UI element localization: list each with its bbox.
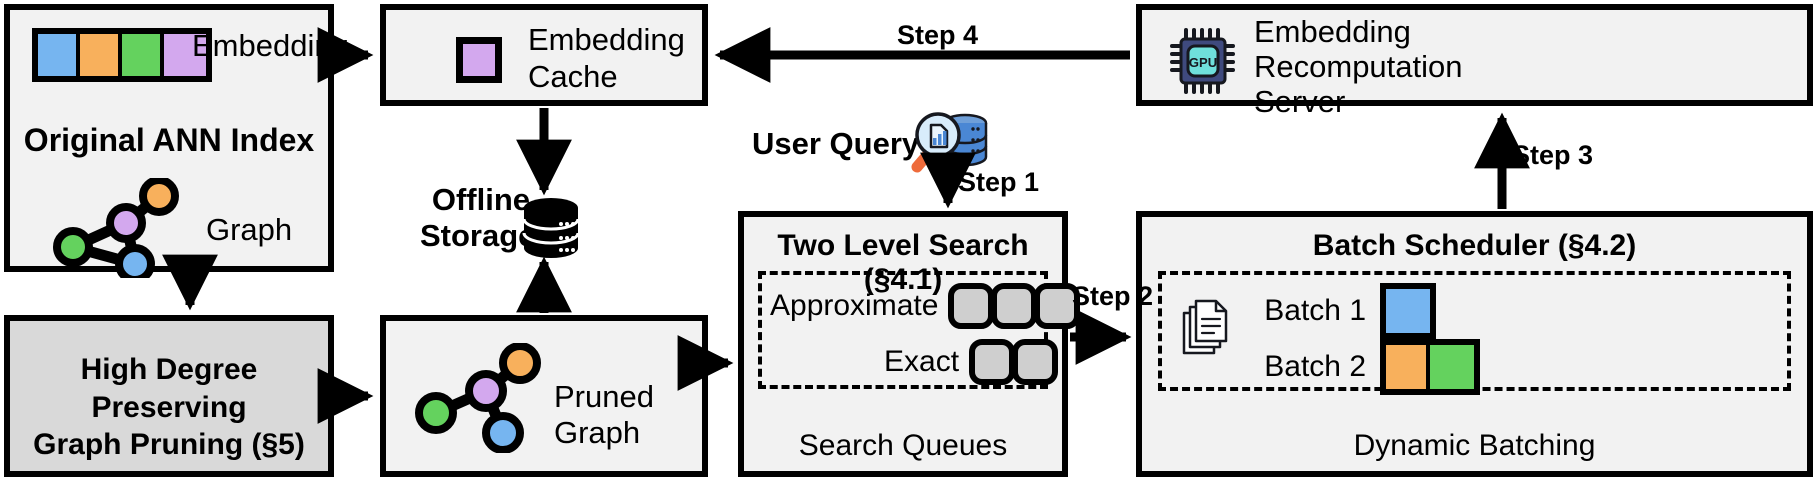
pruned-graph-illustration [415,343,541,453]
batch-row-2: Batch 2 [1238,339,1480,395]
original-graph-illustration [53,178,179,278]
batch-chips-1 [1380,283,1436,339]
batch-chips-2 [1380,339,1480,395]
embedding-cell-orange [80,34,122,76]
offline-storage-label: Offline Storage [420,182,536,253]
step-2-label: Step 2 [1072,281,1154,311]
queue-slot [969,339,1016,385]
database-cylinder-icon [522,198,580,258]
queue-slot [1012,339,1059,385]
batch-label-2: Batch 2 [1264,350,1366,383]
two-level-search-title: Two Level Search (§4.1) [777,229,1029,296]
queue-label-approximate: Approximate [770,289,939,322]
embedding-vector-strip [32,28,212,82]
ann-index-title: Original ANN Index [23,122,315,158]
batch-row-1: Batch 1 [1238,283,1436,339]
cache-swatch-icon [456,37,502,83]
pruned-graph-label: Pruned Graph [554,379,654,450]
embedding-recomputation-server-box: GPU Embedding Recomputation Server [1136,4,1813,119]
batch-chip-orange [1386,345,1430,389]
queue-slots-approximate [948,283,1081,329]
search-queues-caption: Search Queues [798,429,1008,462]
dynamic-batching-caption: Dynamic Batching [1353,429,1596,462]
recomputation-server-title: Embedding Recomputation Server [1254,14,1463,120]
batch-scheduler-title: Batch Scheduler (§4.2) [1312,229,1637,262]
step-1-label: Step 1 [958,167,1040,197]
search-queues-group [758,271,1048,389]
original-ann-index-box: Embedding Original ANN Index Graph [4,4,349,278]
two-level-search-box: Two Level Search (§4.1) Approximate Exac… [738,211,1081,477]
queue-row-approximate: Approximate [770,283,1081,329]
user-query-label: User Query [752,126,920,161]
svg-text:GPU: GPU [1189,55,1217,70]
embedding-label: Embedding [192,28,349,63]
batch-chip-blue [1386,289,1430,333]
batch-chip-green [1430,345,1474,389]
batch-scheduler-box: Batch Scheduler (§4.2) Batch 1 Batch [1136,211,1813,477]
queue-slots-exact [969,339,1059,385]
step-4-label: Step 4 [897,20,979,50]
embedding-cache-title: Embedding Cache [528,22,685,94]
documents-stack-icon [1182,299,1228,355]
queue-row-exact: Exact [884,339,1059,385]
batch-label-1: Batch 1 [1264,294,1366,327]
graph-label: Graph [206,212,293,247]
graph-pruning-box: High Degree Preserving Graph Pruning (§5… [4,315,334,477]
step-3-label: Step 3 [1512,140,1594,170]
embedding-cell-blue [38,34,80,76]
queue-slot [948,283,995,329]
graph-pruning-title: High Degree Preserving Graph Pruning (§5… [33,353,305,461]
embedding-cell-green [122,34,164,76]
queue-slot [991,283,1038,329]
gpu-chip-icon: GPU [1170,28,1235,94]
embedding-cell-purple [164,34,206,76]
embedding-cache-box: Embedding Cache [380,4,708,106]
pruned-graph-box: Pruned Graph [380,315,708,477]
queue-slot [1034,283,1081,329]
magnifier-database-icon [911,112,988,173]
queue-label-exact: Exact [884,345,960,378]
